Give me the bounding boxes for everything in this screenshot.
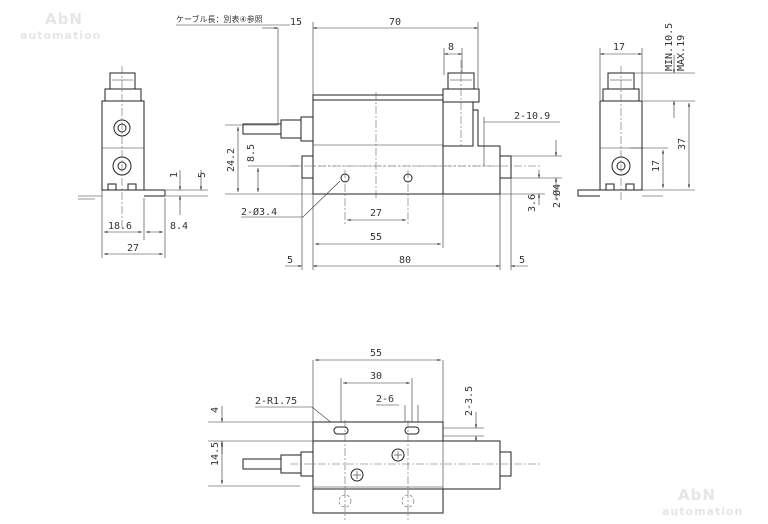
screw [391, 448, 405, 462]
dim-14-5: 14.5 [210, 442, 221, 466]
dim-80: 80 [399, 255, 411, 266]
dim-5-left: 5 [287, 255, 293, 266]
dim-2-dia3-4: 2-Ø3.4 [241, 206, 277, 218]
dim-2-dia4: 2-Ø4 [551, 184, 563, 208]
dim-8-5: 8.5 [246, 144, 257, 162]
side-body [101, 100, 145, 191]
dim-70: 70 [389, 17, 401, 28]
dim-17-side: 17 [651, 160, 662, 172]
dim-24-2: 24.2 [226, 148, 237, 172]
front-view: ケーブル長：別表④参照 15 70 8 [176, 14, 563, 270]
valve-cap [109, 72, 136, 90]
mounting-bracket [102, 189, 166, 197]
dim-55: 55 [370, 348, 382, 359]
dim-30: 30 [370, 371, 382, 382]
watermark-brand: AbN [45, 10, 83, 28]
slot-left [333, 426, 349, 435]
dim-2-r1-75: 2-R1.75 [255, 396, 297, 407]
mounting-bracket [577, 189, 642, 197]
dim-27: 27 [127, 243, 139, 254]
dim-2-6: 2-6 [376, 394, 394, 405]
dim-1: 1 [169, 172, 180, 178]
dim-2-10-9: 2-10.9 [514, 111, 550, 122]
watermark-top-left: AbN automation [20, 10, 101, 42]
dim-8: 8 [448, 42, 454, 53]
slot-right [404, 426, 420, 435]
valve-collar [104, 88, 142, 102]
screw [350, 468, 364, 482]
main-body [312, 99, 444, 195]
right-side-view: 17 MIN.10.5 MAX.19 37 17 [577, 23, 695, 200]
max-label: MAX.19 [676, 35, 687, 71]
dim-27: 27 [370, 208, 382, 219]
cable [242, 458, 282, 470]
body-top [312, 440, 501, 490]
dim-55: 55 [370, 232, 382, 243]
dim-5-right: 5 [519, 255, 525, 266]
bottom-view: 55 30 2-R1.75 2-6 2-3.5 4 14.5 [208, 348, 540, 520]
dim-37: 37 [677, 138, 688, 150]
dim-5: 5 [197, 172, 208, 178]
watermark-bottom-right: AbN automation [662, 486, 743, 518]
valve-block [442, 101, 474, 147]
watermark-brand: AbN [678, 486, 716, 504]
dim-2-3-5: 2-3.5 [464, 386, 475, 416]
dim-17-top: 17 [613, 42, 625, 53]
dim-15: 15 [290, 17, 302, 28]
dim-4: 4 [210, 407, 221, 413]
cable [242, 123, 282, 135]
cable-length-note: ケーブル長：別表④参照 [176, 14, 263, 24]
bracket-plate [312, 421, 444, 442]
watermark-sub: automation [662, 505, 743, 518]
watermark-sub: automation [20, 29, 101, 42]
left-side-view: 1 5 18.6 8.4 27 [78, 66, 208, 258]
dim-18-6: 18.6 [108, 221, 132, 232]
min-label: MIN.10.5 [664, 23, 675, 71]
dim-3-6: 3.6 [527, 194, 538, 212]
dim-8-4: 8.4 [170, 221, 188, 232]
cable-gland [280, 119, 302, 139]
